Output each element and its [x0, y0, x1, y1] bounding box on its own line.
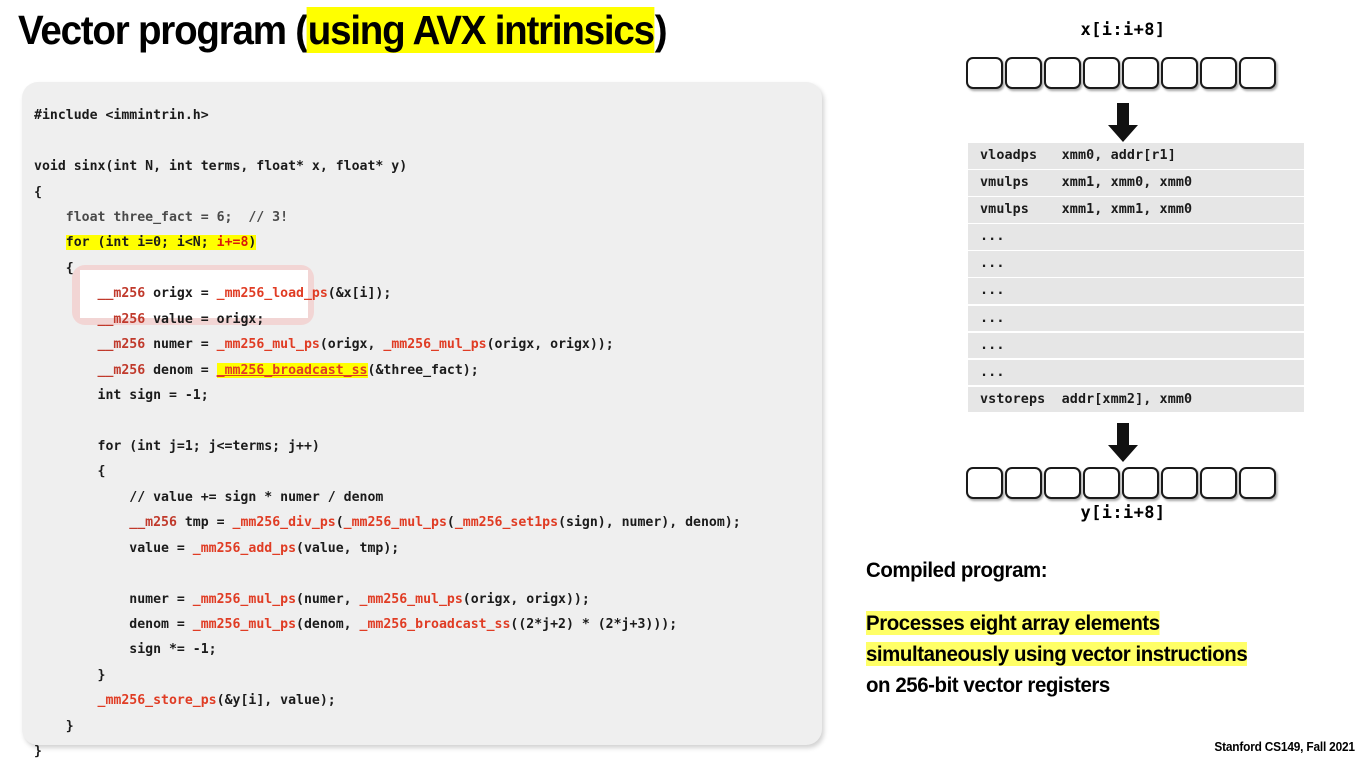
- page-title-highlight: using AVX intrinsics: [306, 7, 655, 53]
- code-line: {: [34, 464, 106, 480]
- code-line: __m256 numer = _mm256_mul_ps(origx, _mm2…: [97, 337, 614, 353]
- code-line: __m256 origx = _mm256_load_ps(&x[i]);: [97, 286, 392, 302]
- array-cell: [1161, 467, 1198, 499]
- compiled-program-note: Processes eight array elements simultane…: [866, 608, 1248, 701]
- page-title-tail: ): [654, 7, 668, 53]
- code-line: {: [34, 260, 74, 276]
- array-cell: [1122, 57, 1159, 89]
- code-line: int sign = -1;: [34, 388, 209, 403]
- array-cell: [1122, 467, 1159, 499]
- compiled-instruction-list: vloadps xmm0, addr[r1]vmulps xmm1, xmm0,…: [968, 143, 1304, 414]
- instruction-row: vloadps xmm0, addr[r1]: [968, 143, 1304, 169]
- array-cell: [1083, 57, 1120, 89]
- code-line: [34, 129, 741, 154]
- code-line: __m256 denom = _mm256_broadcast_ss(&thre…: [97, 362, 479, 378]
- array-cell: [1005, 57, 1042, 89]
- output-array-label: y[i:i+8]: [1080, 503, 1166, 523]
- instruction-row: ...: [968, 251, 1304, 277]
- code-line: value = _mm256_add_ps(value, tmp);: [34, 540, 400, 556]
- code-line: }: [34, 744, 42, 760]
- arrow-down-icon: [1106, 103, 1140, 143]
- code-line: for (int i=0; i<N; i+=8): [65, 235, 257, 251]
- code-line: __m256 value = origx;: [97, 311, 265, 327]
- instruction-row: ...: [968, 332, 1304, 359]
- code-line: __m256 tmp = _mm256_div_ps(_mm256_mul_ps…: [129, 515, 741, 531]
- source-code-block: #include <immintrin.h> void sinx(int N, …: [34, 103, 741, 764]
- code-line: // value += sign * numer / denom: [34, 489, 384, 505]
- note-line-3: on 256-bit vector registers: [866, 673, 1110, 697]
- instruction-row: vstoreps addr[xmm2], xmm0: [968, 386, 1304, 413]
- input-array-cells: [966, 57, 1280, 91]
- array-cell: [966, 57, 1003, 89]
- instruction-row: ...: [968, 305, 1304, 332]
- array-cell: [966, 467, 1003, 499]
- array-cell: [1200, 467, 1237, 499]
- code-line: {: [34, 184, 42, 200]
- code-line: float three_fact = 6; // 3!: [34, 209, 289, 225]
- compiled-program-heading: Compiled program:: [866, 558, 1048, 582]
- array-cell: [1044, 467, 1081, 499]
- code-line: sign *= -1;: [34, 642, 217, 658]
- arrow-down-icon: [1106, 423, 1140, 463]
- instruction-row: ...: [968, 224, 1304, 250]
- loop-emphasis-inner: [80, 270, 308, 318]
- array-cell: [1161, 57, 1198, 89]
- array-cell: [1239, 467, 1276, 499]
- page-title: Vector program (using AVX intrinsics): [18, 2, 668, 58]
- code-line: denom = _mm256_mul_ps(denom, _mm256_broa…: [34, 616, 678, 632]
- instruction-row: vmulps xmm1, xmm0, xmm0: [968, 170, 1304, 196]
- instruction-row: ...: [968, 278, 1304, 304]
- code-line: _mm256_store_ps(&y[i], value);: [97, 693, 336, 709]
- code-line: #include <immintrin.h>: [34, 108, 209, 124]
- note-line-2: simultaneously using vector instructions: [866, 642, 1248, 666]
- array-cell: [1005, 467, 1042, 499]
- code-line: for (int j=1; j<=terms; j++): [34, 438, 320, 454]
- output-array-cells: [966, 467, 1280, 501]
- code-line: }: [34, 718, 74, 734]
- code-line: numer = _mm256_mul_ps(numer, _mm256_mul_…: [34, 591, 590, 607]
- code-panel: #include <immintrin.h> void sinx(int N, …: [22, 82, 822, 759]
- code-line: [34, 561, 741, 586]
- array-cell: [1083, 467, 1120, 499]
- code-line: [34, 408, 741, 433]
- array-cell: [1044, 57, 1081, 89]
- slide-footer: Stanford CS149, Fall 2021: [1214, 740, 1356, 754]
- array-cell: [1200, 57, 1237, 89]
- array-cell: [1239, 57, 1276, 89]
- instruction-row: ...: [968, 359, 1304, 386]
- instruction-row: vmulps xmm1, xmm1, xmm0: [968, 197, 1304, 223]
- code-line: void sinx(int N, int terms, float* x, fl…: [34, 159, 408, 175]
- code-line: }: [34, 667, 106, 683]
- page-title-plain: Vector program (: [18, 7, 308, 53]
- note-line-1: Processes eight array elements: [866, 611, 1160, 635]
- input-array-label: x[i:i+8]: [1080, 20, 1166, 40]
